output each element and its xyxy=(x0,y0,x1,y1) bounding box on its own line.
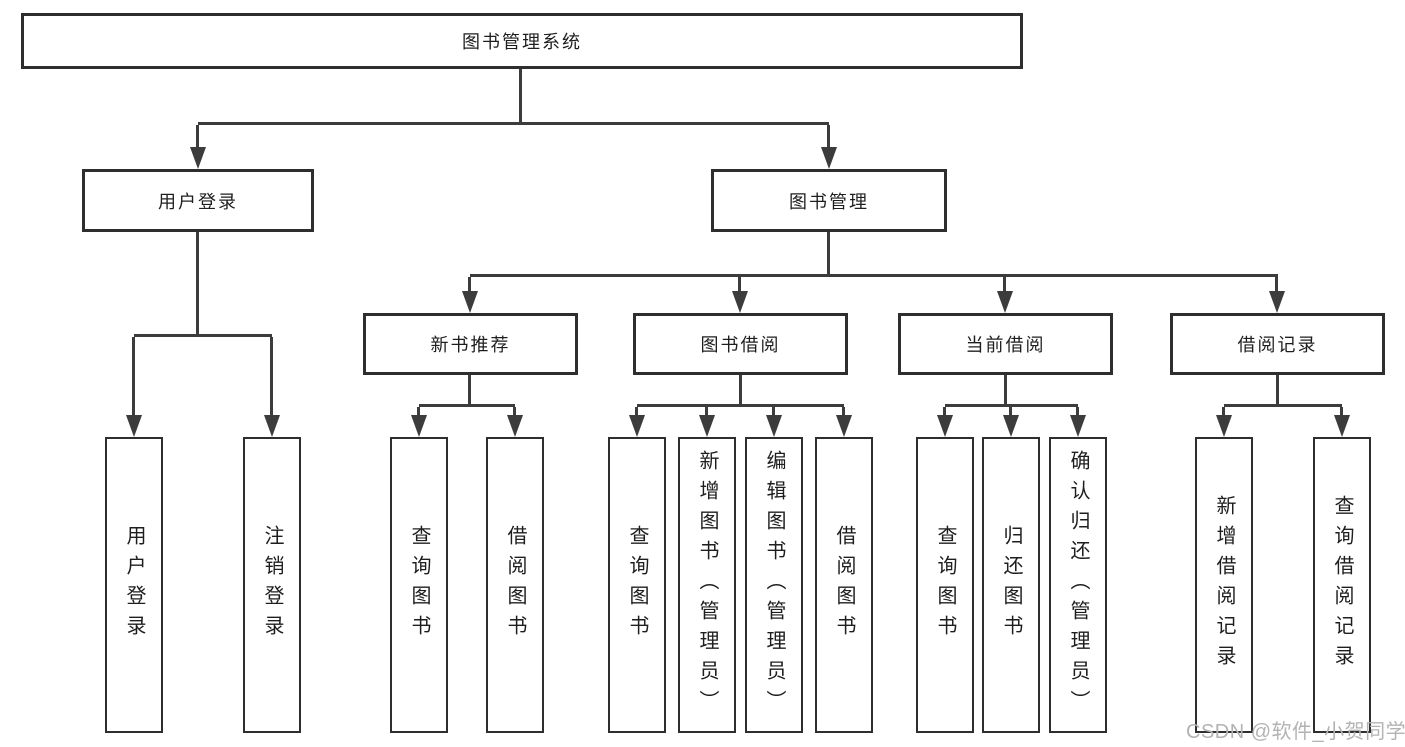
leaf-borrow-add: 新增图书（管理员） xyxy=(678,437,736,733)
arrow-down-icon xyxy=(411,415,427,437)
arrow-down-icon xyxy=(1070,415,1086,437)
connector-drop-leaf xyxy=(943,407,946,416)
connector-new-books-stub xyxy=(468,375,471,405)
connector-drop-leaf xyxy=(513,407,516,416)
arrow-down-icon xyxy=(126,415,142,437)
connector-book-management-stub xyxy=(827,232,830,275)
connector-new-books-bar xyxy=(419,404,515,407)
arrow-down-icon xyxy=(507,415,523,437)
leaf-records-query-label: 查询借阅记录 xyxy=(1331,495,1353,675)
connector-level2-bar xyxy=(198,122,829,125)
leaf-current-return-label: 归还图书 xyxy=(1000,525,1022,645)
node-book-borrow-label: 图书借阅 xyxy=(700,335,781,355)
leaf-user-login-label: 用户登录 xyxy=(123,525,145,645)
node-borrow-records: 借阅记录 xyxy=(1170,313,1385,375)
node-book-management-label: 图书管理 xyxy=(789,191,869,212)
leaf-borrow-query: 查询图书 xyxy=(608,437,666,733)
connector-drop-leaf xyxy=(842,407,845,416)
arrow-down-icon xyxy=(997,291,1013,313)
connector-drop-leaf xyxy=(635,407,638,416)
arrow-down-icon xyxy=(766,415,782,437)
leaf-current-return: 归还图书 xyxy=(982,437,1040,733)
leaf-current-query: 查询图书 xyxy=(916,437,974,733)
arrow-down-icon xyxy=(1269,291,1285,313)
csdn-watermark: CSDN @软件_小贺同学 xyxy=(1186,721,1405,743)
connector-drop-leaf xyxy=(1076,407,1079,416)
connector-drop-leaf xyxy=(1222,407,1225,416)
node-new-books-label: 新书推荐 xyxy=(430,335,511,355)
leaf-current-confirm-label: 确认归还（管理员） xyxy=(1067,450,1089,720)
leaf-borrow-borrow-label: 借阅图书 xyxy=(833,525,855,645)
node-root-label: 图书管理系统 xyxy=(462,32,582,52)
leaf-user-login: 用户登录 xyxy=(105,437,163,733)
connector-current-borrow-bar xyxy=(945,404,1078,407)
arrow-down-icon xyxy=(264,415,280,437)
leaf-current-confirm: 确认归还（管理员） xyxy=(1049,437,1107,733)
connector-drop-borrow-records xyxy=(1275,277,1278,291)
connector-drop-leaf xyxy=(417,407,420,416)
connector-book-borrow-stub xyxy=(739,375,742,405)
connector-book-borrow-bar xyxy=(637,404,844,407)
arrow-down-icon xyxy=(190,147,206,169)
node-root: 图书管理系统 xyxy=(21,13,1023,69)
connector-user-login-bar xyxy=(134,334,272,337)
connector-drop-leaf xyxy=(1340,407,1343,416)
leaf-borrow-edit: 编辑图书（管理员） xyxy=(745,437,803,733)
leaf-newbooks-borrow: 借阅图书 xyxy=(486,437,544,733)
node-borrow-records-label: 借阅记录 xyxy=(1237,335,1318,355)
arrow-down-icon xyxy=(836,415,852,437)
connector-current-borrow-stub xyxy=(1004,375,1007,405)
leaf-borrow-edit-label: 编辑图书（管理员） xyxy=(763,450,785,720)
arrow-down-icon xyxy=(732,291,748,313)
arrow-down-icon xyxy=(1216,415,1232,437)
connector-root-stub xyxy=(519,69,522,124)
node-current-borrow: 当前借阅 xyxy=(898,313,1113,375)
connector-drop-leaf xyxy=(772,407,775,416)
leaf-current-query-label: 查询图书 xyxy=(934,525,956,645)
connector-borrow-records-bar xyxy=(1224,404,1342,407)
leaf-borrow-query-label: 查询图书 xyxy=(626,525,648,645)
arrow-down-icon xyxy=(629,415,645,437)
node-book-borrow: 图书借阅 xyxy=(633,313,848,375)
connector-drop-new-books xyxy=(468,277,471,291)
leaf-borrow-borrow: 借阅图书 xyxy=(815,437,873,733)
connector-drop-login-leaf xyxy=(132,337,135,415)
arrow-down-icon xyxy=(699,415,715,437)
connector-user-login-stub xyxy=(196,232,199,335)
node-user-login-label: 用户登录 xyxy=(158,191,238,212)
connector-drop-book-management xyxy=(827,125,830,149)
leaf-borrow-add-label: 新增图书（管理员） xyxy=(696,450,718,720)
connector-level3-bar xyxy=(470,274,1278,277)
leaf-newbooks-query-label: 查询图书 xyxy=(408,525,430,645)
connector-drop-leaf xyxy=(1009,407,1012,416)
connector-drop-logout-leaf xyxy=(270,337,273,415)
leaf-logout: 注销登录 xyxy=(243,437,301,733)
leaf-newbooks-borrow-label: 借阅图书 xyxy=(504,525,526,645)
node-new-books: 新书推荐 xyxy=(363,313,578,375)
leaf-records-add: 新增借阅记录 xyxy=(1195,437,1253,733)
node-user-login: 用户登录 xyxy=(82,169,314,232)
arrow-down-icon xyxy=(1334,415,1350,437)
node-current-borrow-label: 当前借阅 xyxy=(965,335,1046,355)
arrow-down-icon xyxy=(462,291,478,313)
arrow-down-icon xyxy=(1003,415,1019,437)
leaf-records-query: 查询借阅记录 xyxy=(1313,437,1371,733)
arrow-down-icon xyxy=(937,415,953,437)
connector-drop-book-borrow xyxy=(738,277,741,291)
leaf-logout-label: 注销登录 xyxy=(261,525,283,645)
node-book-management: 图书管理 xyxy=(711,169,947,232)
leaf-records-add-label: 新增借阅记录 xyxy=(1213,495,1235,675)
connector-drop-leaf xyxy=(705,407,708,416)
leaf-newbooks-query: 查询图书 xyxy=(390,437,448,733)
arrow-down-icon xyxy=(821,147,837,169)
connector-borrow-records-stub xyxy=(1276,375,1279,405)
connector-drop-current-borrow xyxy=(1003,277,1006,291)
connector-drop-user-login xyxy=(196,125,199,149)
